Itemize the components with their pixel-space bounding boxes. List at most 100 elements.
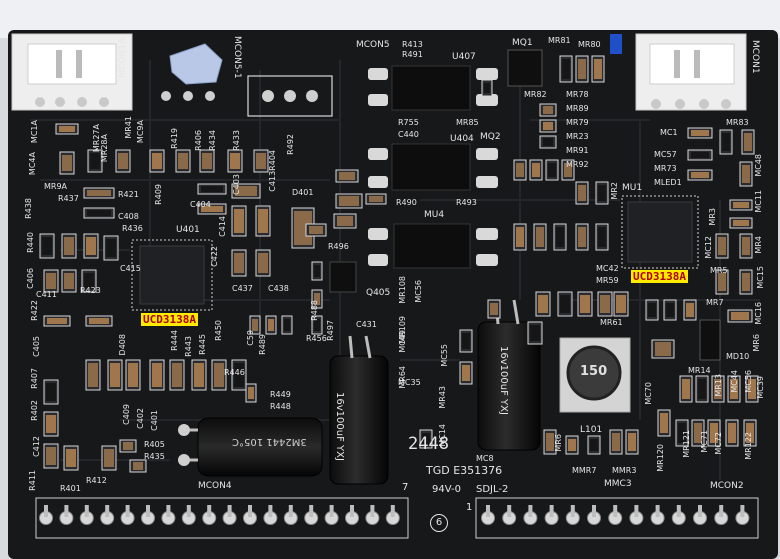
manufacturer-code: TGD E351376	[426, 464, 503, 477]
smd-component	[248, 387, 254, 399]
silk-label: C411	[36, 290, 57, 299]
header-pin-lead	[486, 505, 490, 517]
smd-component	[314, 265, 320, 277]
smd-component	[691, 130, 709, 136]
mosfet-u407	[368, 65, 498, 111]
smd-component	[202, 153, 212, 169]
smd-component	[62, 155, 72, 171]
smd-component	[314, 293, 320, 305]
silk-label: C59	[246, 330, 255, 346]
silk-label: C401	[150, 410, 159, 431]
silk-label: MC16	[754, 302, 763, 325]
header-pin-lead	[64, 505, 69, 517]
silk-label: R401	[60, 484, 81, 493]
smd-component	[536, 227, 544, 247]
smd-component	[594, 59, 602, 79]
silk-label: MR85	[456, 118, 479, 127]
smd-component	[47, 318, 67, 324]
silk-label: R412	[86, 476, 107, 485]
connector-label-mcon1: MCON1	[750, 40, 760, 74]
smd-component	[46, 383, 56, 401]
silk-label: MR43	[438, 386, 447, 409]
cap2-marking: 16v100uF YXJ	[498, 346, 509, 415]
smd-component	[64, 237, 74, 255]
smd-component	[682, 379, 690, 399]
silk-label: MR59	[596, 276, 619, 285]
smd-component	[733, 220, 749, 226]
silk-label: MR73	[654, 164, 677, 173]
smd-component	[543, 138, 553, 146]
smd-component	[46, 415, 56, 433]
smd-component	[106, 239, 116, 257]
header-pin-lead	[329, 505, 334, 517]
smd-component	[748, 379, 756, 399]
silk-label: MC1	[660, 128, 678, 137]
silk-label: C402	[136, 408, 145, 429]
smd-component	[722, 133, 730, 151]
smd-component	[580, 295, 590, 313]
silk-label: MC72	[714, 432, 723, 455]
smd-component	[201, 186, 223, 192]
smd-component	[718, 273, 726, 291]
silk-label: R488	[310, 300, 319, 321]
header-pin-lead	[740, 505, 745, 517]
header-pin-lead	[719, 505, 724, 517]
smd-component	[556, 227, 564, 247]
smd-component	[201, 206, 223, 212]
silk-label: MR6	[752, 334, 761, 352]
silk-label: R443	[184, 336, 193, 357]
smd-component	[284, 319, 290, 331]
silk-label: R755	[398, 118, 419, 127]
chip-label-l101: L101	[580, 425, 603, 435]
silk-label: R407	[30, 368, 39, 389]
header-pin-lead	[549, 505, 554, 517]
silk-label: MR92	[566, 160, 589, 169]
smd-component	[462, 333, 470, 349]
header-pin-lead	[507, 505, 512, 517]
silk-label: MD10	[726, 352, 750, 361]
header-mcon4	[35, 497, 409, 539]
silk-label: MC44	[730, 370, 739, 393]
capacitor-left-vertical	[329, 335, 389, 485]
silk-label: R493	[456, 198, 477, 207]
cap1-rating: 16v100uF	[334, 392, 345, 442]
cap1-series: YXJ	[334, 445, 345, 461]
cap1-marking: 16v100uF YXJ	[334, 392, 345, 461]
silk-label: C414	[218, 216, 227, 237]
silk-label: MR23	[566, 132, 589, 141]
silk-label: R491	[402, 50, 423, 59]
header-pin-lead	[390, 505, 395, 517]
silk-label: MR89	[566, 104, 589, 113]
smd-component	[548, 163, 556, 177]
smd-component	[516, 163, 524, 177]
silk-label: MC42	[596, 264, 619, 273]
silk-label: C408	[118, 212, 139, 221]
silk-label: MC56	[744, 370, 753, 393]
silk-label: MR7	[706, 298, 724, 307]
smd-component	[64, 273, 74, 289]
smd-component	[742, 165, 750, 183]
silk-label: R492	[286, 134, 295, 155]
silk-label: C409	[122, 404, 131, 425]
smd-component	[694, 423, 702, 443]
silk-label: C440	[398, 130, 419, 139]
silk-label: MR28A	[100, 134, 109, 163]
smd-component	[691, 172, 709, 178]
silk-label: R444	[170, 330, 179, 351]
silk-label: R411	[28, 470, 37, 491]
smd-component	[46, 447, 56, 465]
silk-label: R413	[402, 40, 423, 49]
silk-label: MC12	[704, 236, 713, 259]
silk-label: R445	[198, 334, 207, 355]
silk-label: MMR7	[572, 466, 597, 475]
smd-component	[172, 363, 182, 387]
silk-label: MC39	[756, 376, 765, 399]
date-code: 2448	[408, 434, 449, 454]
header-pin-lead	[207, 505, 212, 517]
silk-label: MC8	[476, 454, 494, 463]
smd-component	[733, 202, 749, 208]
header-pin-lead	[613, 505, 618, 517]
silk-label: C405	[32, 336, 41, 357]
smd-component	[578, 185, 586, 201]
header-pin-lead	[592, 505, 596, 517]
